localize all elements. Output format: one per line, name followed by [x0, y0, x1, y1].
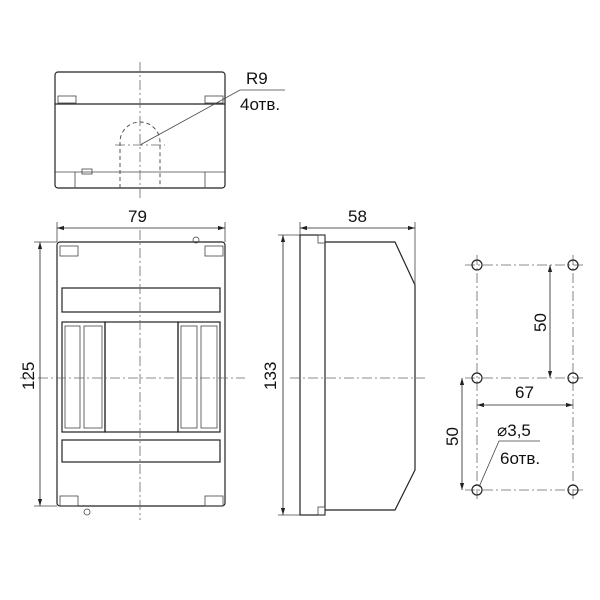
depth-dimension: 58: [348, 207, 367, 226]
vertical-spacing-bottom: 50: [443, 427, 462, 446]
hole-diameter-label: ⌀3,5: [497, 421, 531, 440]
mounting-hole: [567, 372, 579, 384]
mounting-hole: [471, 259, 483, 271]
height-dimension: 125: [19, 362, 38, 390]
side-view: 58 133: [261, 207, 425, 516]
top-view: R9 4отв.: [54, 62, 285, 198]
mounting-hole: [471, 372, 483, 384]
horizontal-spacing: 67: [515, 383, 534, 402]
side-height-dimension: 133: [261, 362, 280, 390]
radius-label: R9: [246, 69, 268, 88]
mounting-hole: [471, 484, 483, 496]
holes-count-label: 4отв.: [240, 95, 280, 114]
width-dimension: 79: [128, 207, 147, 226]
hole-count-label: 6отв.: [500, 449, 540, 468]
mounting-hole-layout: 50 50 67 ⌀3,5 6отв.: [443, 255, 585, 500]
mounting-hole: [567, 259, 579, 271]
mounting-hole: [567, 484, 579, 496]
vertical-spacing-top: 50: [531, 313, 550, 332]
front-view: 79 125: [19, 207, 245, 520]
